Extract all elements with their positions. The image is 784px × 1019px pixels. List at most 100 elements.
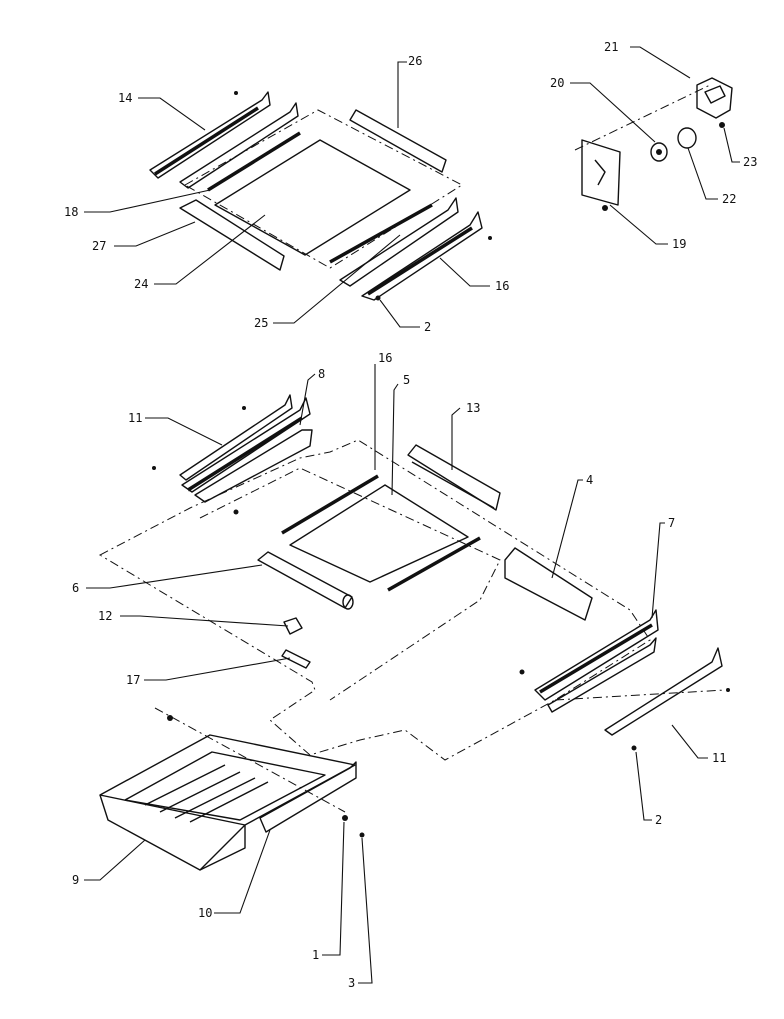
trim-25: [329, 203, 433, 264]
drawer-rail-10: [259, 761, 357, 833]
screw-lower-a: [233, 509, 239, 515]
callout-27: 27: [92, 239, 106, 253]
drawer-9-front: [99, 794, 246, 871]
screw-lower-c: [152, 466, 156, 470]
washer-20-hole: [656, 149, 662, 155]
bracket-assembly: [574, 77, 733, 211]
rail-16-edge: [367, 226, 473, 296]
callout-24: 24: [134, 277, 148, 291]
clip-17: [281, 649, 311, 669]
leader-17: [144, 657, 291, 681]
leader-6: [86, 564, 263, 589]
rear-trim-13: [407, 444, 501, 511]
front-trim-27: [179, 199, 285, 271]
leader-24: [154, 214, 266, 285]
callout-21: 21: [604, 40, 618, 54]
callout-23: 23: [743, 155, 757, 169]
callout-26: 26: [408, 54, 422, 68]
callout-18: 18: [64, 205, 78, 219]
lower-inner-outline: [199, 467, 501, 701]
leader-12: [120, 615, 289, 627]
leader-9: [84, 839, 146, 881]
lower-outline: [98, 439, 651, 761]
drawer-dash-line: [154, 707, 346, 813]
callout-9: 9: [72, 873, 79, 887]
drawer-screw-a: [167, 715, 173, 721]
callout-22: 22: [722, 192, 736, 206]
callout-2-upper: 2: [424, 320, 431, 334]
leader-23: [723, 127, 740, 163]
drawer-9-inner: [124, 751, 326, 821]
rail-14-edge: [154, 106, 259, 176]
leader-4: [551, 479, 583, 579]
screw-upper-b: [488, 236, 492, 240]
leader-8: [299, 373, 316, 426]
callout-labels: 14 18 27 24 25 2 16 26 21 20 23 22 19 11…: [64, 40, 757, 990]
upper-shelf-outline: [183, 109, 464, 269]
leader-2-lower: [635, 751, 652, 821]
washer-20: [650, 142, 668, 162]
leader-16-upper: [439, 257, 490, 287]
screw-lower-d: [519, 669, 525, 675]
rail-14-inner: [179, 102, 299, 189]
callout-25: 25: [254, 316, 268, 330]
trim-16: [281, 474, 379, 535]
trim-lower-front: [387, 536, 481, 592]
leader-25: [273, 234, 401, 324]
hinge-21-slot: [704, 85, 726, 104]
leader-22: [687, 147, 718, 200]
leader-19: [609, 204, 668, 245]
leader-14: [138, 97, 206, 131]
hinge-21: [696, 77, 733, 119]
bracket-19-detail: [594, 159, 606, 186]
bracket-19: [581, 139, 621, 206]
callout-12: 12: [98, 609, 112, 623]
leader-20: [570, 82, 656, 143]
leader-27: [114, 221, 196, 247]
callout-11-left: 11: [128, 411, 142, 425]
bracket-19-screw: [602, 205, 608, 211]
callout-6: 6: [72, 581, 79, 595]
screw-upper-a: [234, 91, 238, 95]
rail-7: [534, 609, 659, 701]
rail-14: [149, 91, 271, 179]
screw-lower-b: [242, 406, 246, 410]
leader-11-right: [671, 724, 708, 759]
callout-10: 10: [198, 906, 212, 920]
callout-3: 3: [348, 976, 355, 990]
glass-shelf-5: [289, 484, 469, 583]
screw-lower-e: [726, 688, 730, 692]
rail-11-left: [179, 394, 293, 481]
rear-trim-13-lip: [411, 461, 495, 509]
rear-trim-26: [349, 109, 447, 173]
leader-26: [397, 61, 407, 128]
callout-5: 5: [403, 373, 410, 387]
callout-8: 8: [318, 367, 325, 381]
leader-3: [358, 837, 373, 984]
rail-11-right: [604, 647, 723, 736]
screw-2-lower: [631, 745, 637, 751]
trim-18: [207, 131, 301, 192]
leader-lines: [84, 46, 740, 984]
leader-7: [651, 522, 665, 619]
bracket-axis-line: [574, 84, 711, 151]
rail-7-inner: [547, 637, 657, 713]
callout-16-lower: 16: [378, 351, 392, 365]
lower-assembly: [98, 394, 730, 871]
callout-17: 17: [126, 673, 140, 687]
rail-16-inner: [339, 197, 459, 287]
rail-11-dash: [554, 689, 726, 701]
cover-6: [257, 551, 353, 609]
leader-13: [451, 407, 461, 470]
callout-4: 4: [586, 473, 593, 487]
callout-20: 20: [550, 76, 564, 90]
rail-8-edge: [187, 416, 303, 492]
cover-6-end: [342, 594, 354, 610]
upper-shelf-assembly: [149, 91, 492, 301]
drawer-9-grille: [144, 764, 269, 823]
callout-11-right: 11: [712, 751, 726, 765]
leader-11-left: [145, 417, 223, 446]
leader-18: [84, 189, 211, 213]
